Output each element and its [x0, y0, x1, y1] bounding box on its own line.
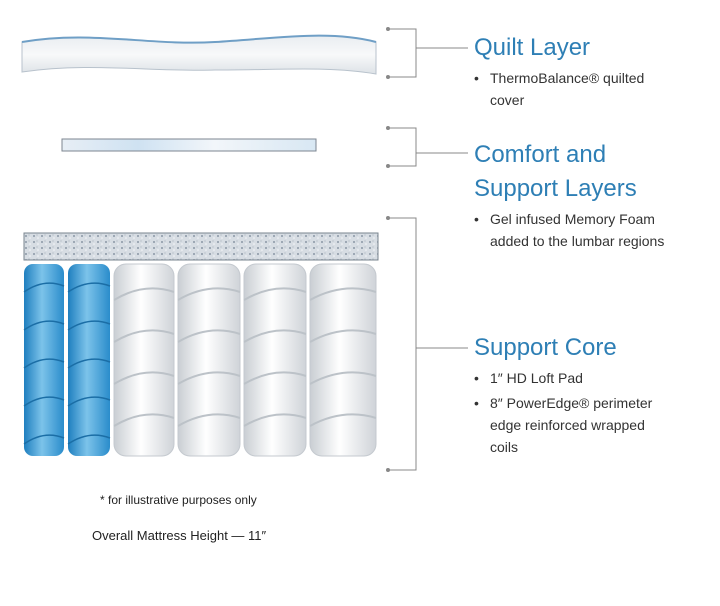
loft-pad-shape — [23, 232, 379, 261]
overall-height-note: Overall Mattress Height — 11″ — [92, 528, 267, 543]
coil-blue-2 — [67, 264, 111, 456]
coil-white-4 — [309, 263, 377, 457]
quilt-layer-top-edge — [21, 34, 377, 44]
coil-white-3 — [243, 263, 307, 457]
comfort-layers-bullets: Gel infused Memory Foam added to the lum… — [474, 208, 689, 255]
comfort-layers-title-line-1: Comfort and — [474, 141, 607, 168]
bracket-support-core — [386, 216, 468, 472]
coil-white-1 — [113, 263, 175, 457]
quilt-layer-bullet: ThermoBalance® quilted cover — [474, 67, 674, 111]
bracket-comfort-layers — [386, 126, 468, 168]
support-core-title: Support Core — [474, 334, 617, 361]
illustrative-footnote: * for illustrative purposes only — [100, 493, 257, 507]
coil-group — [23, 263, 377, 457]
quilt-layer-bullets: ThermoBalance® quilted cover — [474, 67, 674, 114]
comfort-layers-bullet: Gel infused Memory Foam added to the lum… — [474, 208, 689, 252]
quilt-layer-shape — [21, 35, 377, 75]
support-core-bullet-loft-pad: 1″ HD Loft Pad — [474, 367, 674, 389]
coil-blue-1 — [23, 264, 65, 456]
comfort-layers-title-line-2: Support Layers — [474, 175, 637, 202]
comfort-foam-shape — [61, 138, 317, 152]
coil-white-2 — [177, 263, 241, 457]
support-core-bullet-coils: 8″ PowerEdge® perimeter edge reinforced … — [474, 392, 674, 458]
bracket-quilt-layer — [386, 27, 468, 79]
quilt-layer-title: Quilt Layer — [474, 34, 591, 61]
support-core-bullets: 1″ HD Loft Pad 8″ PowerEdge® perimeter e… — [474, 367, 674, 461]
